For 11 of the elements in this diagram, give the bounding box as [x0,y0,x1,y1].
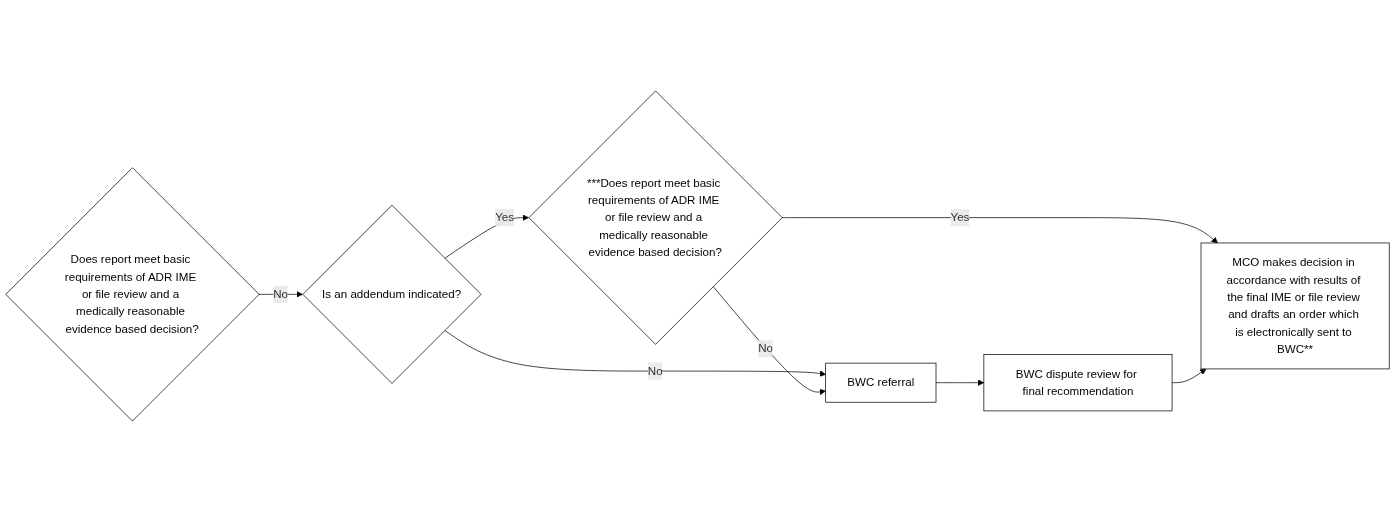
node-box: BWC referral [825,362,937,403]
edge-label: Yes [495,211,515,224]
node-box: BWC dispute review for final recommendation [983,354,1173,412]
node-box: MCO makes decision in accordance with results of the final IME or file review and drafts an order which is electronically sent to BWC** [1200,242,1390,370]
edge-label: Yes [950,211,970,224]
edge-label: No [273,287,289,301]
node-diamond: Does report meet basic requirements of ADR IME or file review and a medically reasonable evidence based decision? [5,167,260,422]
node-diamond: Is an addendum indicated? [302,204,482,384]
node-diamond: ***Does report meet basic requirements of ADR IME or file review and a medically reasonable evidence based decision? [528,90,783,345]
edge-label: No [758,342,773,355]
edge-label: No [647,364,663,377]
